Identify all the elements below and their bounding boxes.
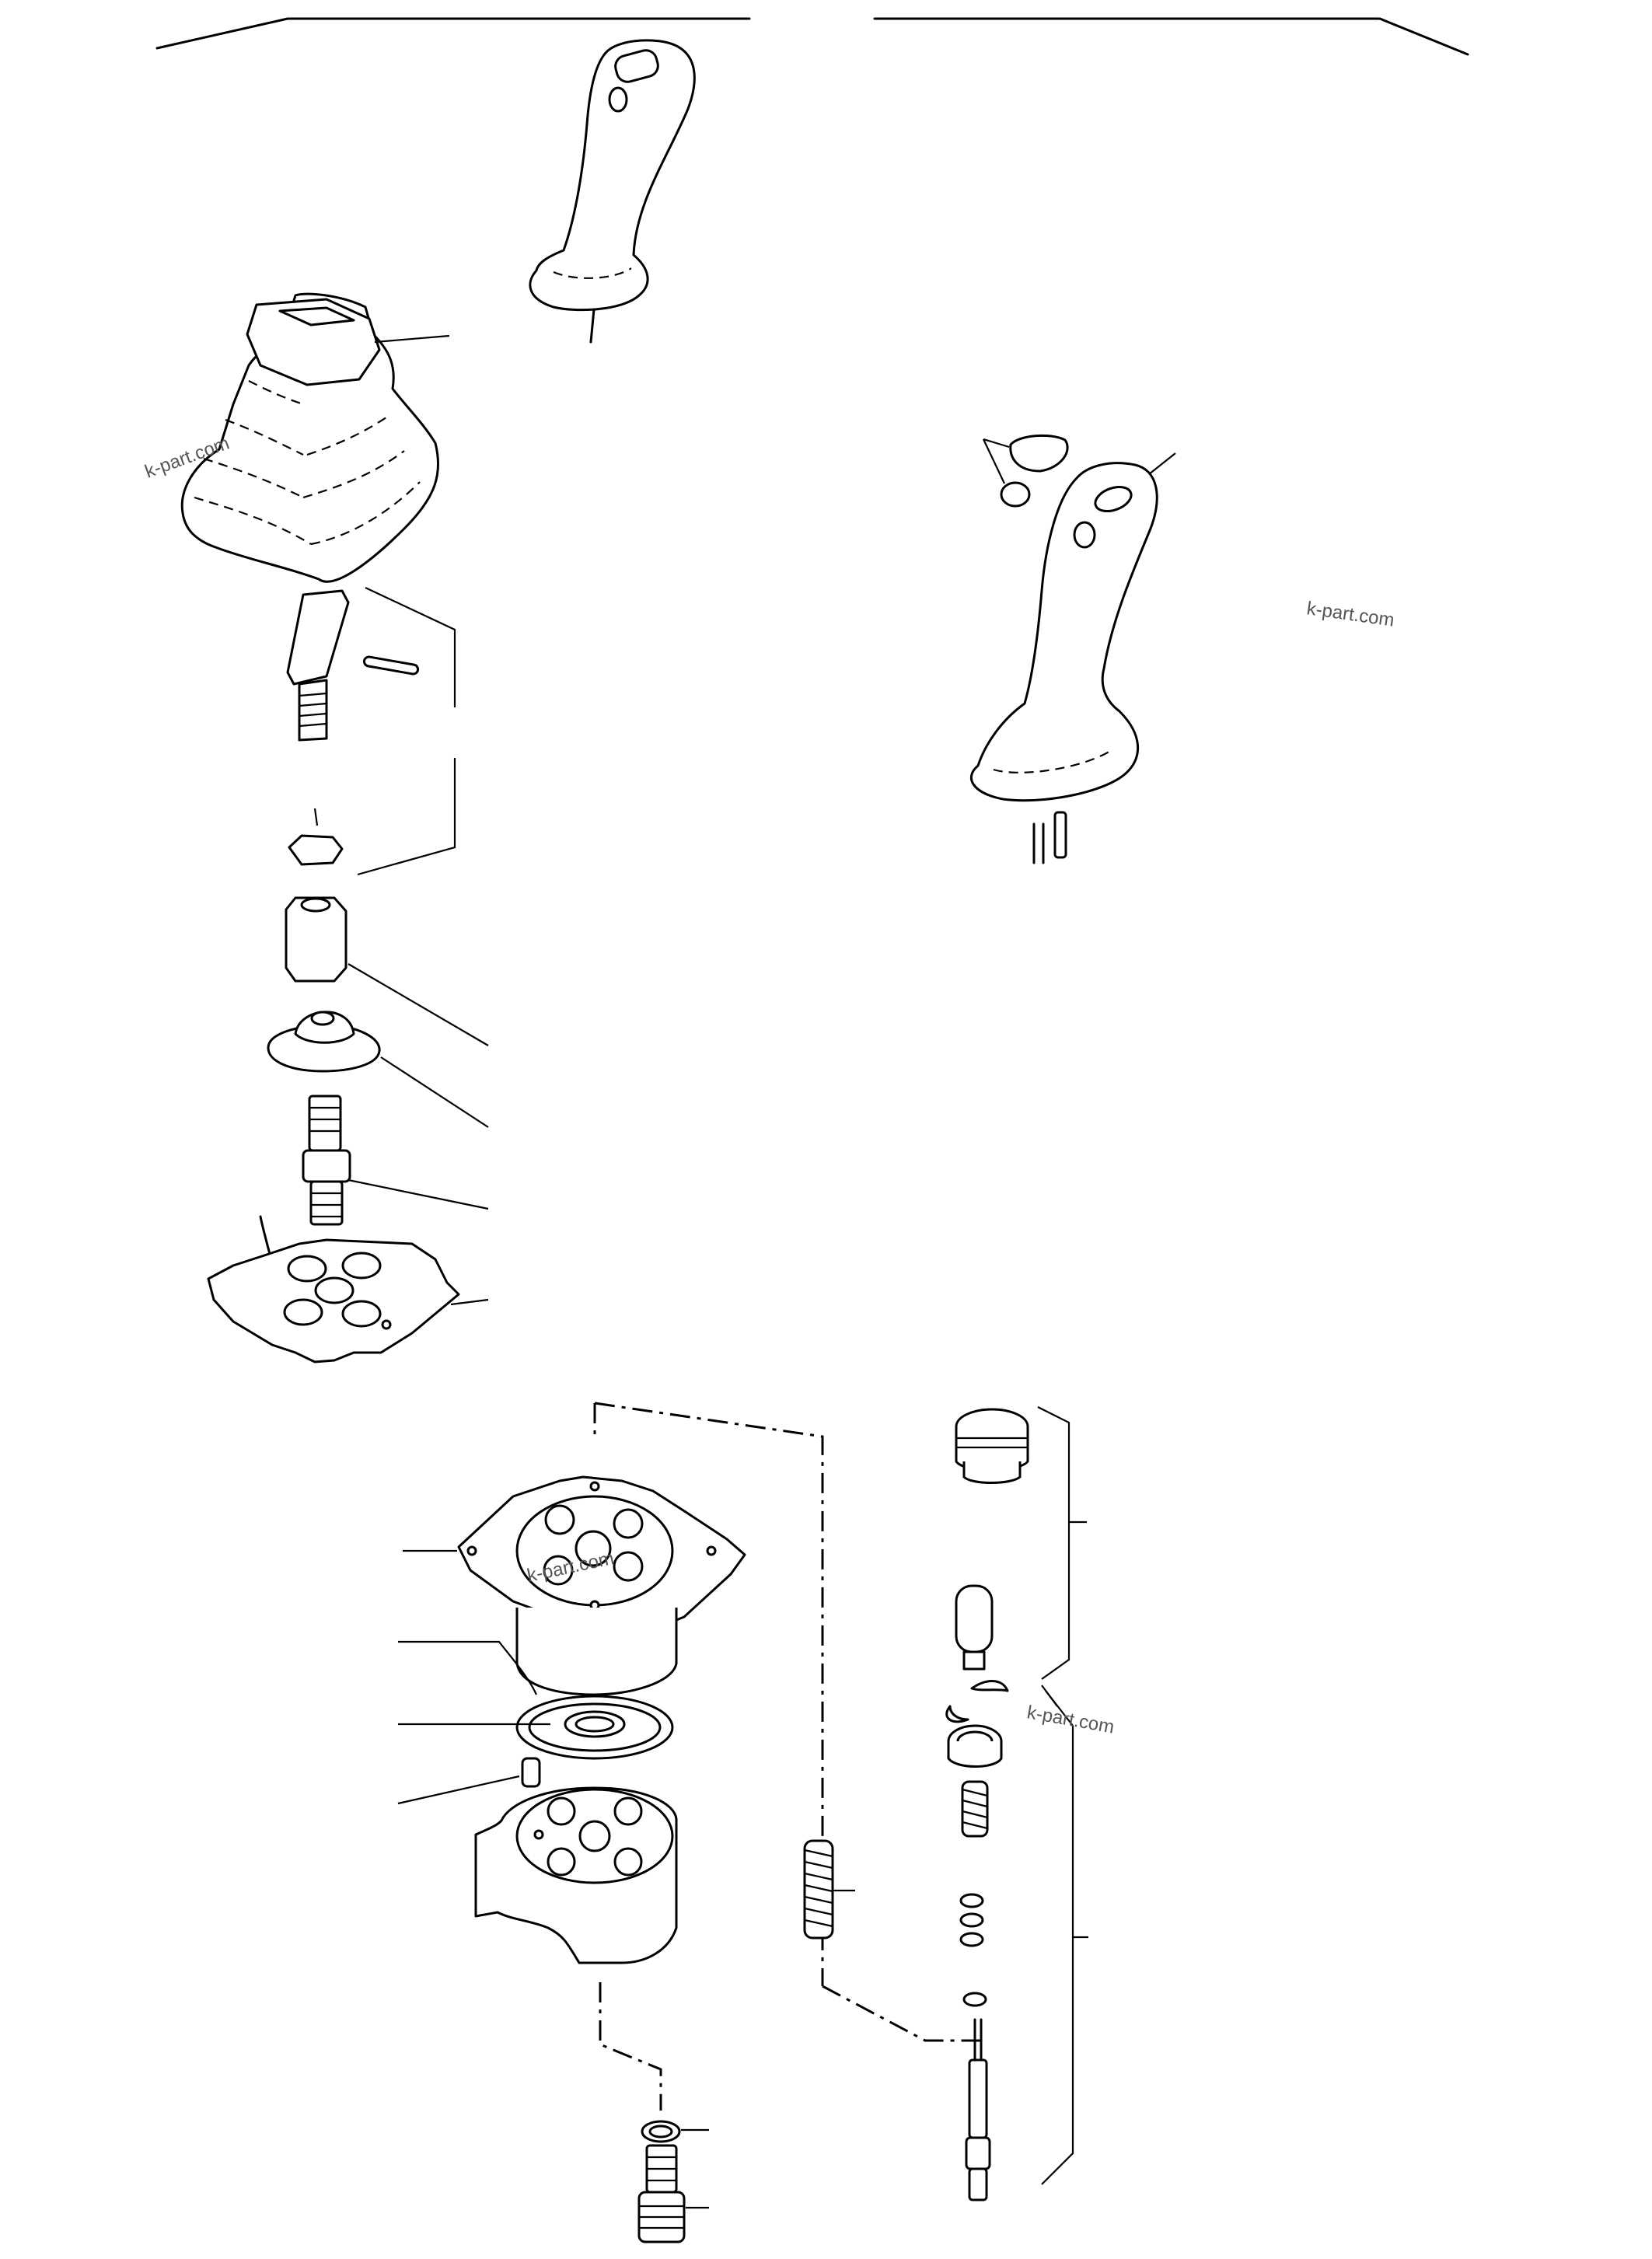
piston-stack bbox=[945, 1406, 1088, 2201]
rubber-boot bbox=[180, 292, 450, 583]
header-frame-lines bbox=[155, 17, 1469, 56]
valve-body-assembly bbox=[397, 1402, 981, 2243]
joystick-grip-small bbox=[529, 39, 696, 344]
watermark-2: k-part.com bbox=[1305, 598, 1395, 631]
watermark-3: k-part.com bbox=[1025, 1702, 1116, 1737]
mounting-plate bbox=[207, 1238, 489, 1363]
lever-assembly bbox=[259, 587, 489, 1298]
joystick-grip-large bbox=[969, 434, 1176, 864]
